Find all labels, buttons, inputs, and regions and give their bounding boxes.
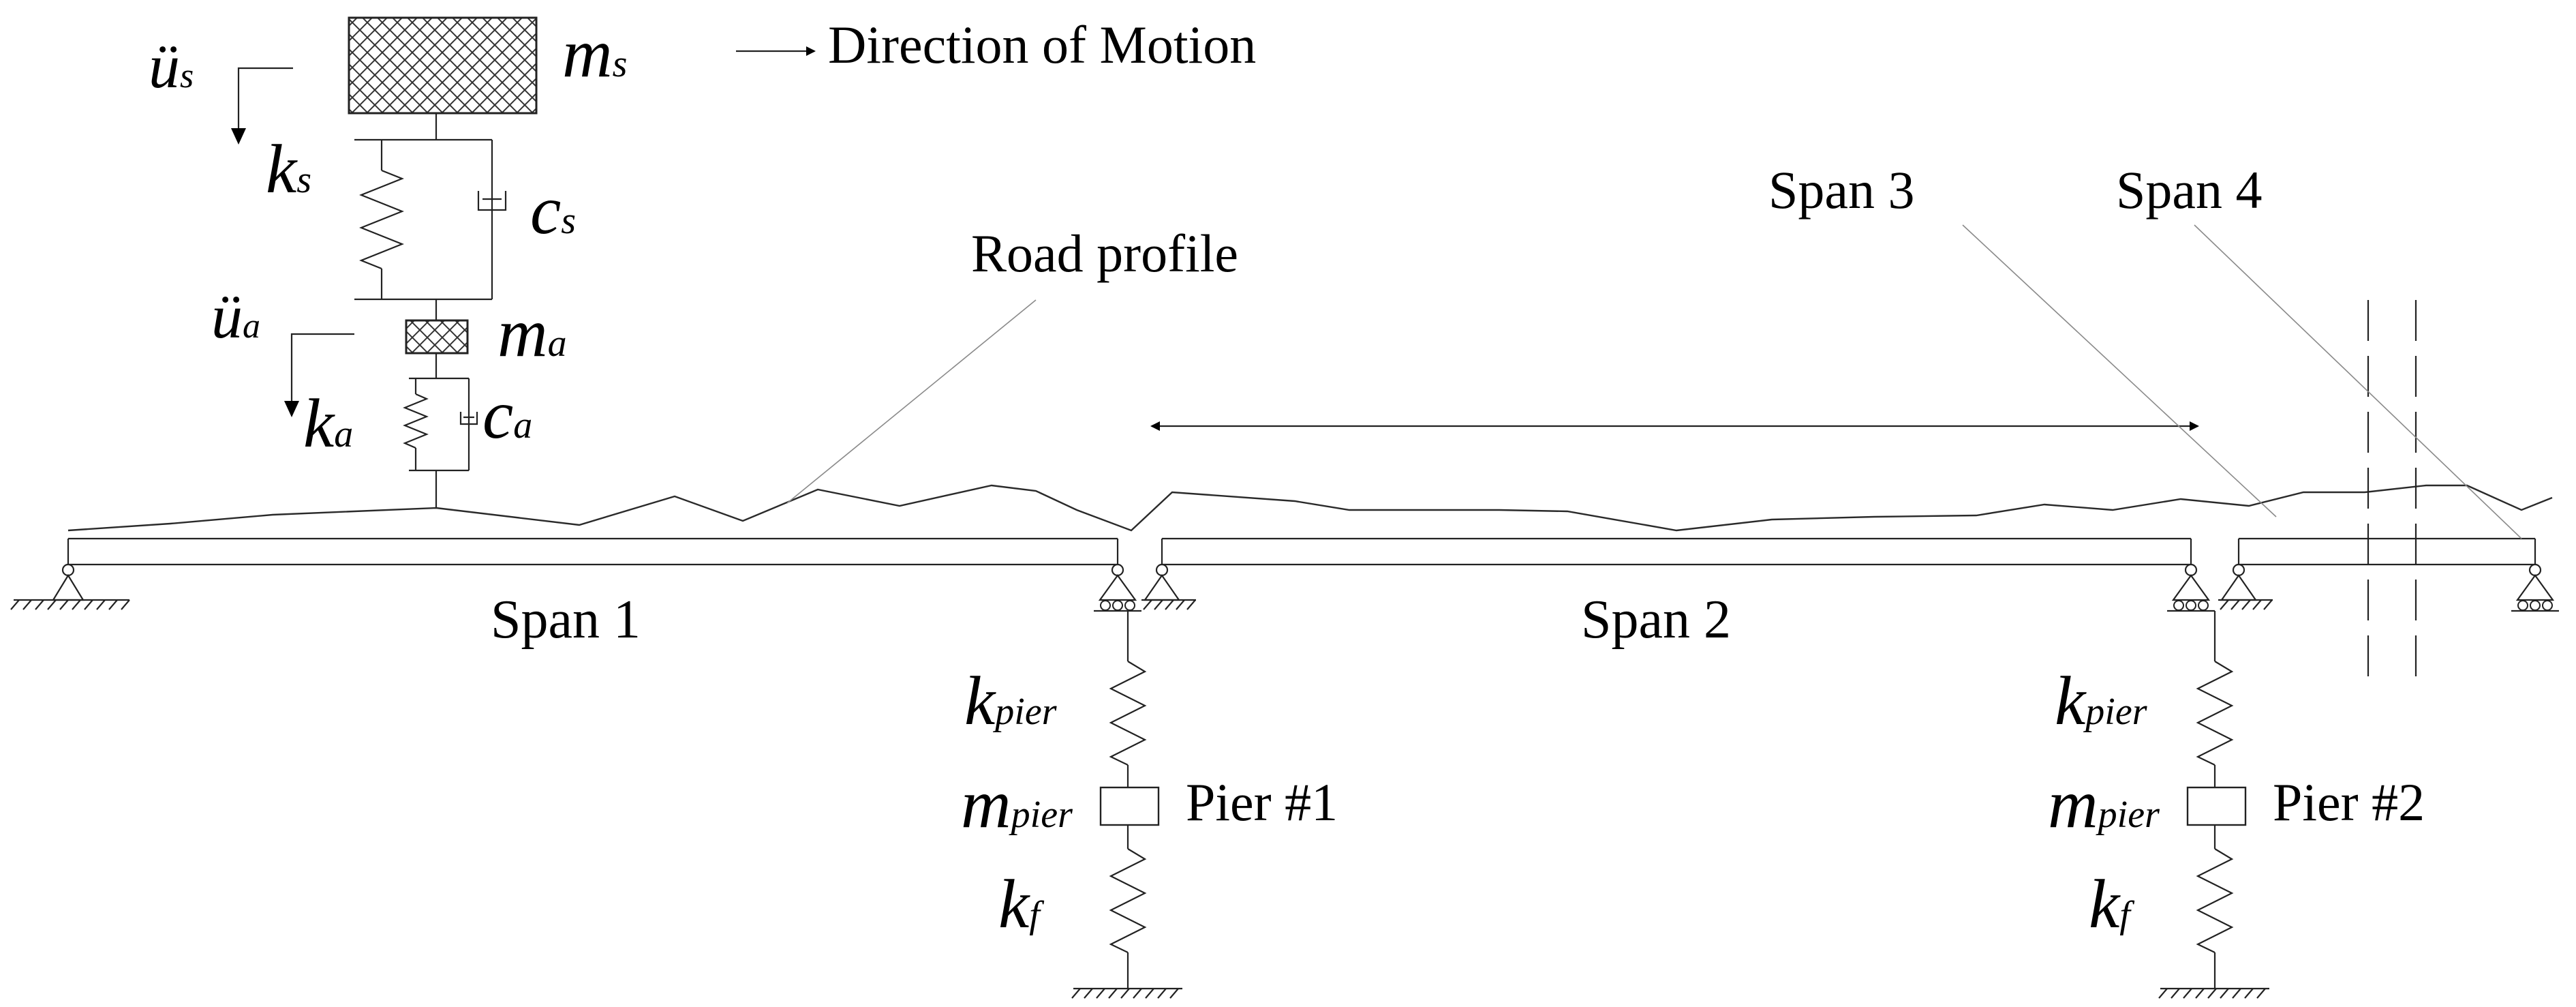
us-symbol: üs <box>149 31 194 101</box>
pinned-support-left <box>10 563 130 610</box>
us-acceleration-arrow <box>231 67 293 145</box>
span1-label: Span 1 <box>491 590 641 650</box>
span3-label: Span 3 <box>1768 160 1915 220</box>
span4-label: Span 4 <box>2116 160 2263 220</box>
unsprung-mass <box>405 319 469 355</box>
span3-leader <box>1962 224 2277 517</box>
ua-symbol: üa <box>211 282 260 351</box>
break-lines <box>2367 300 2417 689</box>
span3-4-deck <box>2237 537 2536 566</box>
roller-support-span1-right <box>1094 563 1141 612</box>
pinned-support-span3-left <box>2218 563 2273 610</box>
road-profile-line <box>67 484 2553 532</box>
road-profile-label: Road profile <box>971 224 1238 283</box>
cs-symbol: cs <box>530 172 576 249</box>
pier1-mass <box>1099 786 1160 826</box>
ka-symbol: ka <box>303 385 353 462</box>
pier2-model <box>2158 661 2269 999</box>
kpier1-symbol: kpier <box>964 663 1057 740</box>
ms-symbol: ms <box>562 15 627 92</box>
roller-support-right-end <box>2511 563 2559 612</box>
ks-symbol: ks <box>266 131 311 208</box>
kpier2-symbol: kpier <box>2055 663 2147 740</box>
kf2-symbol: kf <box>2089 866 2135 943</box>
kf1-symbol: kf <box>998 866 1045 943</box>
road-profile-leader <box>786 299 1037 504</box>
pier2-label: Pier #2 <box>2273 772 2425 832</box>
direction-label: Direction of Motion <box>828 15 1256 74</box>
span2-deck <box>1161 537 2192 566</box>
ca-symbol: ca <box>482 376 532 453</box>
pier1-model <box>1071 661 1182 999</box>
pier2-mass <box>2186 786 2247 826</box>
sprung-mass <box>348 16 538 115</box>
span1-deck <box>67 537 1119 566</box>
ma-symbol: ma <box>497 295 567 372</box>
pier1-label: Pier #1 <box>1186 772 1338 832</box>
suspension-spring-damper <box>354 138 507 320</box>
roller-support-span2-right <box>2167 563 2215 612</box>
ua-acceleration-arrow <box>284 333 354 417</box>
mpier1-symbol: mpier <box>961 766 1073 843</box>
pinned-support-span2-left <box>1141 563 1196 610</box>
span4-leader <box>2194 224 2522 539</box>
tire-spring-damper <box>403 377 478 508</box>
span2-label: Span 2 <box>1581 590 1731 650</box>
mpier2-symbol: mpier <box>2048 766 2160 843</box>
